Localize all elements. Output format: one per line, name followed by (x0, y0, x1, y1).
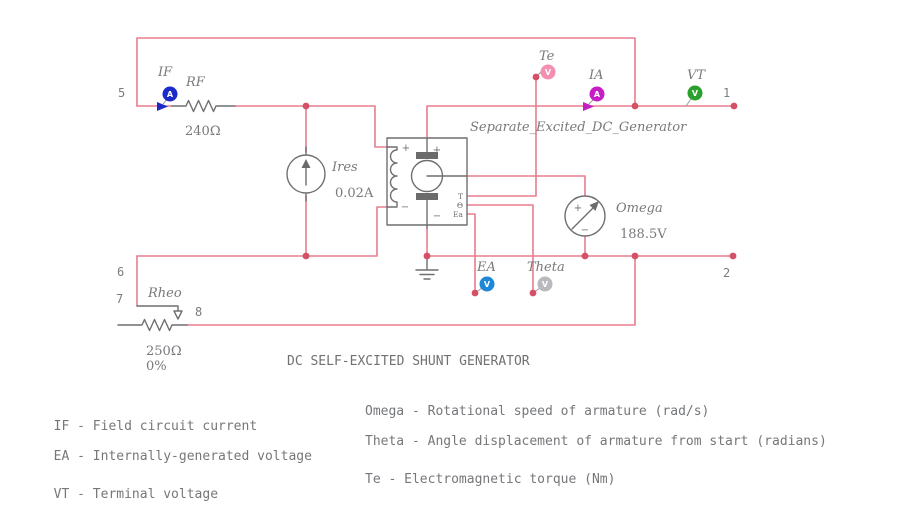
ea-probe-label: EA (476, 260, 496, 275)
legend-if: IF - Field circuit current (53, 419, 258, 434)
resistor-rf[interactable]: RF 240Ω (171, 75, 236, 139)
if-probe-circle[interactable] (162, 86, 178, 102)
rf-value: 240Ω (185, 124, 221, 139)
theta-probe-label: Theta (527, 260, 565, 275)
wires[interactable] (136, 37, 735, 326)
legend-theta: Theta - Angle displacement of armature f… (365, 434, 827, 449)
ea-probe-circle[interactable] (479, 276, 495, 292)
dc-generator[interactable]: + − + − T Θ Ea Separate_Excited_DC_Gener… (386, 120, 687, 229)
wire-omega-in[interactable] (466, 175, 586, 197)
legend-row-2: EA - Internally-generated voltage Theta … (38, 434, 868, 479)
probe-ia[interactable]: A IA (583, 68, 605, 111)
schematic-caption: DC SELF-EXCITED SHUNT GENERATOR (287, 354, 530, 369)
probe-theta[interactable]: V Theta (527, 260, 565, 294)
ground-symbol[interactable] (415, 255, 439, 280)
ia-probe-circle[interactable] (589, 86, 605, 102)
wire-bus-left[interactable] (136, 206, 388, 257)
node-6: 6 (117, 265, 124, 279)
node-1: 1 (723, 86, 730, 100)
vt-probe-label: VT (687, 68, 706, 83)
node-5: 5 (118, 86, 125, 100)
if-probe-label: IF (157, 65, 173, 80)
wire-rheo-return[interactable] (186, 255, 636, 326)
rheo-wiper-pct: 0% (146, 359, 167, 374)
generator-label: Separate_Excited_DC_Generator (470, 120, 687, 135)
field-plus: + (402, 143, 410, 154)
vt-probe-circle[interactable] (687, 85, 703, 101)
probe-ea[interactable]: V EA (474, 260, 496, 294)
legend-vt: VT - Terminal voltage (53, 487, 219, 502)
rheostat-rheo[interactable]: Rheo 250Ω 0% (117, 286, 188, 374)
probe-vt[interactable]: V VT (685, 68, 706, 107)
probe-te[interactable]: V Te (535, 49, 556, 80)
te-probe-circle[interactable] (540, 64, 556, 80)
armature-minus: − (433, 211, 441, 222)
omega-meter[interactable]: + − Omega 188.5V (564, 195, 667, 242)
legend-ea: EA - Internally-generated voltage (53, 449, 312, 464)
probe-if[interactable]: A IF (157, 65, 178, 111)
legend-row-3: VT - Terminal voltage Te - Electromagnet… (38, 472, 868, 510)
pin-label-theta: Θ (457, 201, 463, 210)
omega-minus: − (581, 225, 589, 236)
te-probe-label: Te (539, 49, 555, 64)
armature-plus: + (433, 145, 441, 156)
field-coil (386, 146, 398, 208)
ires-name: Ires (331, 160, 358, 175)
node-7: 7 (116, 292, 123, 306)
wire-pin-t[interactable] (466, 76, 537, 197)
theta-probe-circle[interactable] (537, 276, 553, 292)
if-probe-letter: A (167, 90, 174, 99)
ea-probe-letter: V (484, 280, 491, 289)
rheo-value: 250Ω (146, 344, 182, 359)
rf-name: RF (185, 75, 206, 90)
legend-te: Te - Electromagnetic torque (Nm) (365, 472, 616, 487)
wire-field-row-b[interactable] (234, 105, 388, 148)
schematic-canvas: RF 240Ω Ires 0.02A + − + − T Θ Ea Separa… (116, 37, 738, 374)
pin-label-t: T (458, 192, 463, 201)
te-probe-letter: V (545, 68, 552, 77)
wire-pin-theta[interactable] (466, 204, 534, 294)
current-source-ires[interactable]: Ires 0.02A (286, 146, 374, 202)
theta-probe-letter: V (542, 280, 549, 289)
wire-pin-ea[interactable] (466, 213, 476, 294)
wire-top-loop[interactable] (136, 37, 636, 107)
field-minus: − (401, 202, 409, 213)
omega-plus: + (574, 203, 582, 214)
node-2: 2 (723, 266, 730, 280)
rheo-name: Rheo (147, 286, 182, 301)
pin-label-ea: Ea (453, 210, 463, 219)
omega-name: Omega (616, 201, 663, 216)
ires-value: 0.02A (335, 186, 374, 201)
legend-row-1: IF - Field circuit current Omega - Rotat… (38, 404, 868, 449)
node-labels: 5 1 6 7 8 2 (116, 86, 730, 319)
ia-probe-label: IA (588, 68, 604, 83)
legend-omega: Omega - Rotational speed of armature (ra… (365, 404, 710, 419)
omega-value: 188.5V (620, 227, 667, 242)
node-8: 8 (195, 305, 202, 319)
ia-probe-letter: A (594, 90, 601, 99)
junction-dots (302, 73, 738, 297)
vt-probe-letter: V (692, 89, 699, 98)
